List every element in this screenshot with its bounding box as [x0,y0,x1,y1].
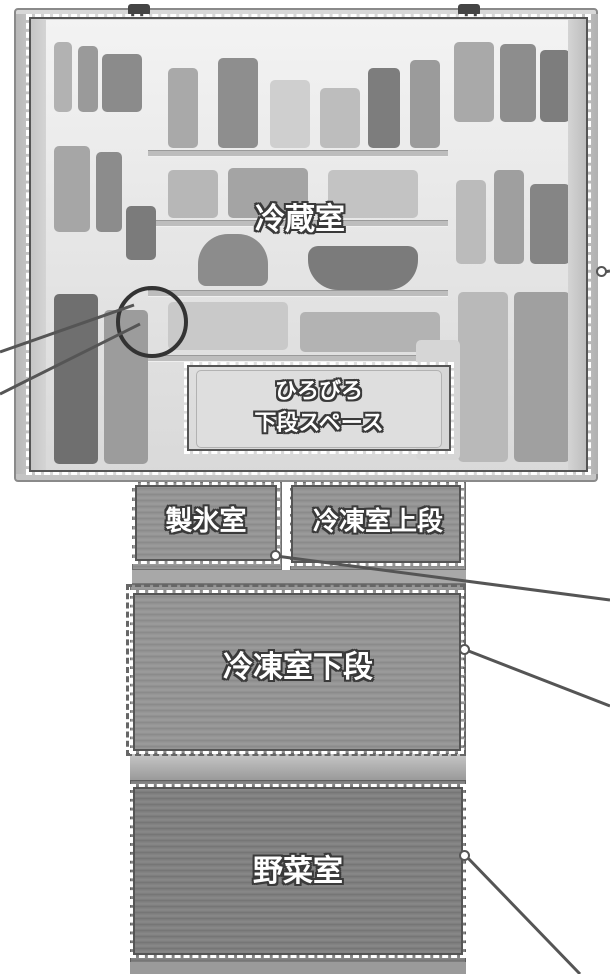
callout-line-freezer-lower [465,648,610,708]
refrigerator-label: 冷蔵室 [255,202,345,237]
vegetable-region [130,784,466,958]
left-hinge [128,4,150,16]
freezer-upper-label: 冷凍室上段 [312,507,443,537]
bottle [54,146,90,232]
cooking-pot [308,246,418,290]
callout-line-left-upper [0,303,135,354]
large-bottle [514,292,570,462]
drawer-handle [130,754,466,780]
large-bottle [54,294,98,464]
ice-room-region [132,482,280,564]
jar [102,54,142,112]
ice-room-label: 製氷室 [165,506,247,537]
callout-line-ice-room [275,554,610,602]
refrigerator-region [26,14,591,475]
callout-dot-ice-room [270,550,281,561]
bottle [456,180,486,264]
salad-bowl [198,234,268,286]
large-bottle [458,292,508,462]
left-door-edge [16,14,46,474]
lower-space-label-line2: 下段スペース [254,411,384,436]
freezer-lower-label: 冷凍室下段 [223,650,373,685]
callout-dot-refrigerator [596,266,607,277]
food-item [270,80,310,148]
right-hinge [458,4,480,16]
right-door-edge [568,14,598,474]
food-item [320,88,360,148]
bottle [78,46,98,112]
freezer-lower-panel [130,584,466,754]
bottle [494,170,524,264]
freezer-lower-inner-region [130,590,464,754]
jar [126,206,156,260]
callout-line-vegetable [464,854,582,974]
bottle [530,184,570,264]
base-plinth [130,962,466,974]
bottle [54,42,72,112]
callout-dot-vegetable [459,850,470,861]
food-item [218,58,258,148]
callout-dot-freezer-lower [459,644,470,655]
vegetable-label: 野菜室 [253,854,343,889]
jar [540,50,570,122]
lower-space-label-line1: ひろびろ [274,379,363,404]
highlight-circle [116,286,188,358]
shelf-3 [148,290,448,297]
freezer-upper-region [288,482,464,566]
shelf-4 [148,355,448,362]
freezer-lower-region [126,584,466,756]
refrigerator-interior [38,20,578,475]
food-item [328,170,418,218]
food-item [168,68,198,148]
food-item [228,168,308,218]
food-item [410,60,440,148]
bottle [454,42,494,122]
lower-space-tray [196,370,442,448]
drawer-handle [132,570,466,584]
lower-space-region [184,362,454,454]
ice-room-panel [132,482,282,570]
food-item [368,68,400,148]
food-item [168,170,218,218]
shelf-1 [148,150,448,157]
callout-line-left-lower [0,322,141,396]
shelf-2 [148,220,448,227]
food-container [168,302,288,350]
bottle [96,152,122,232]
jar [500,44,536,122]
